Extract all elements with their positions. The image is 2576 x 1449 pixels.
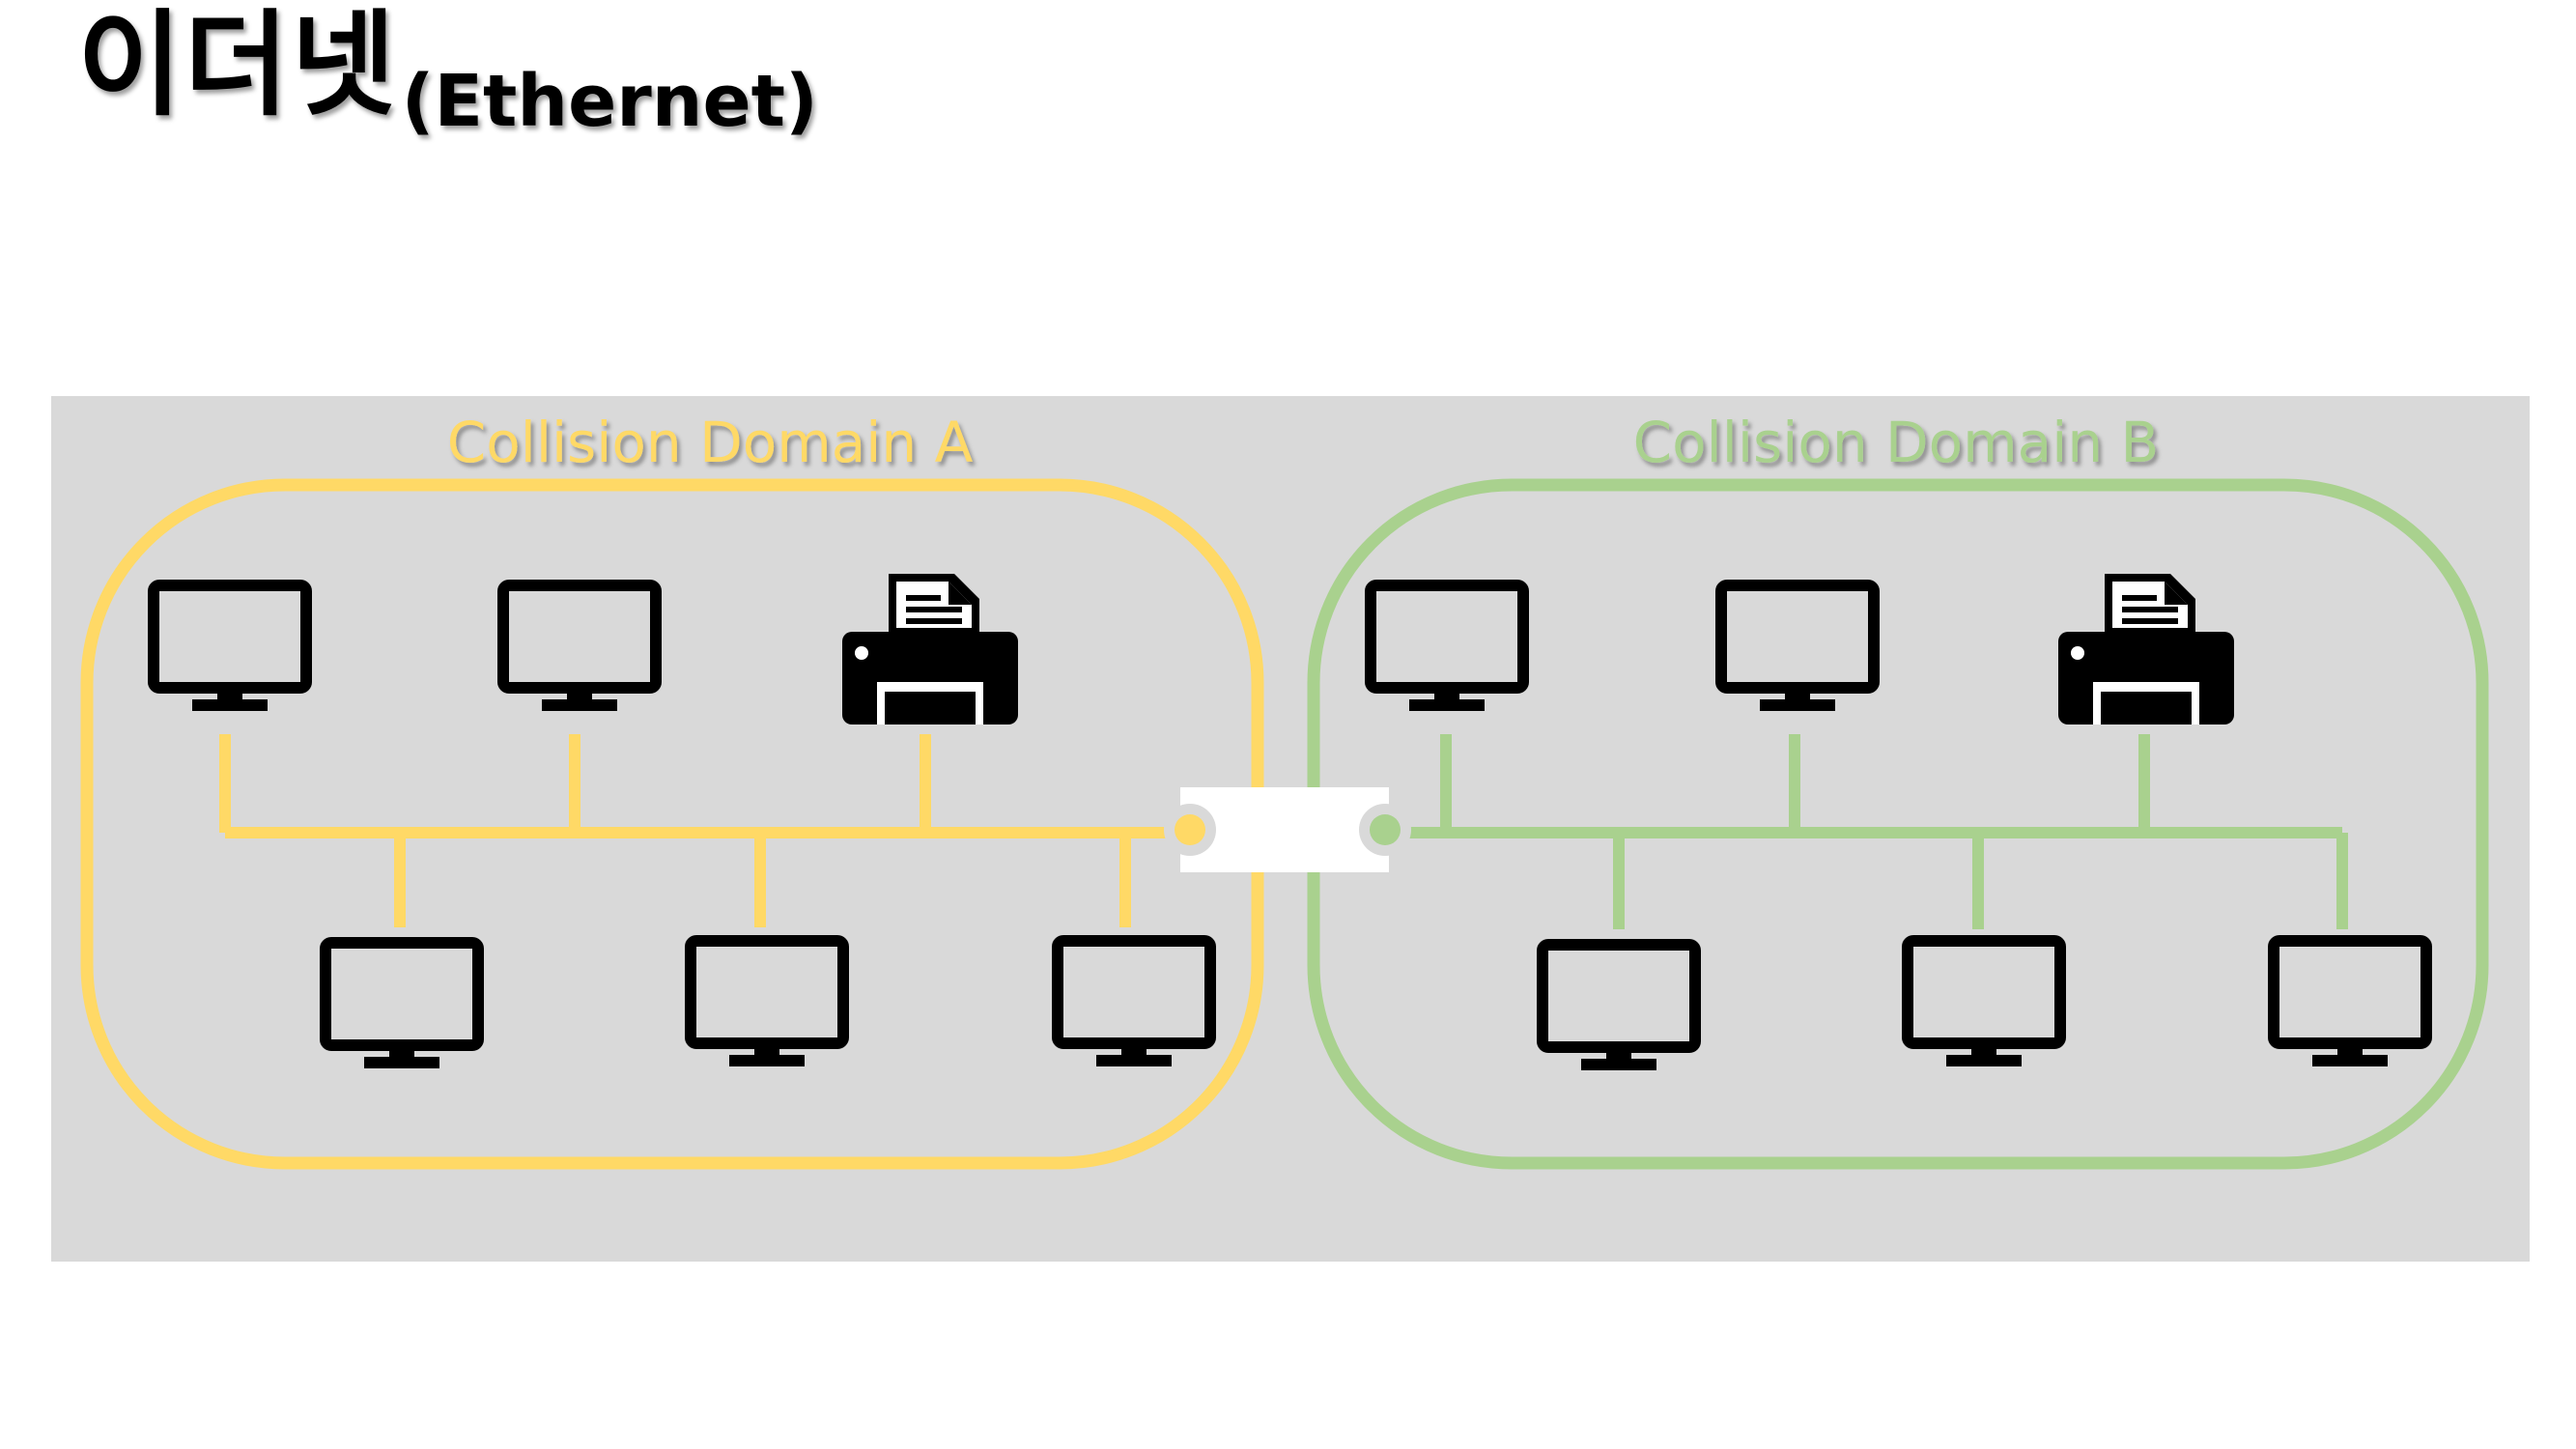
collision-domain-a: Collision Domain A <box>80 410 1264 1170</box>
page-title: 이더넷(Ethernet) <box>77 8 818 137</box>
domain-b-label: Collision Domain B <box>1633 410 2160 475</box>
collision-domain-b: Collision Domain B <box>1307 410 2489 1170</box>
domain-a-bus <box>219 734 1183 927</box>
bridge-icon <box>1164 787 1411 872</box>
domain-b-bus <box>1389 734 2348 929</box>
title-main: 이더넷 <box>77 0 398 131</box>
domain-a-label: Collision Domain A <box>447 410 974 475</box>
title-sub: (Ethernet) <box>401 60 818 143</box>
